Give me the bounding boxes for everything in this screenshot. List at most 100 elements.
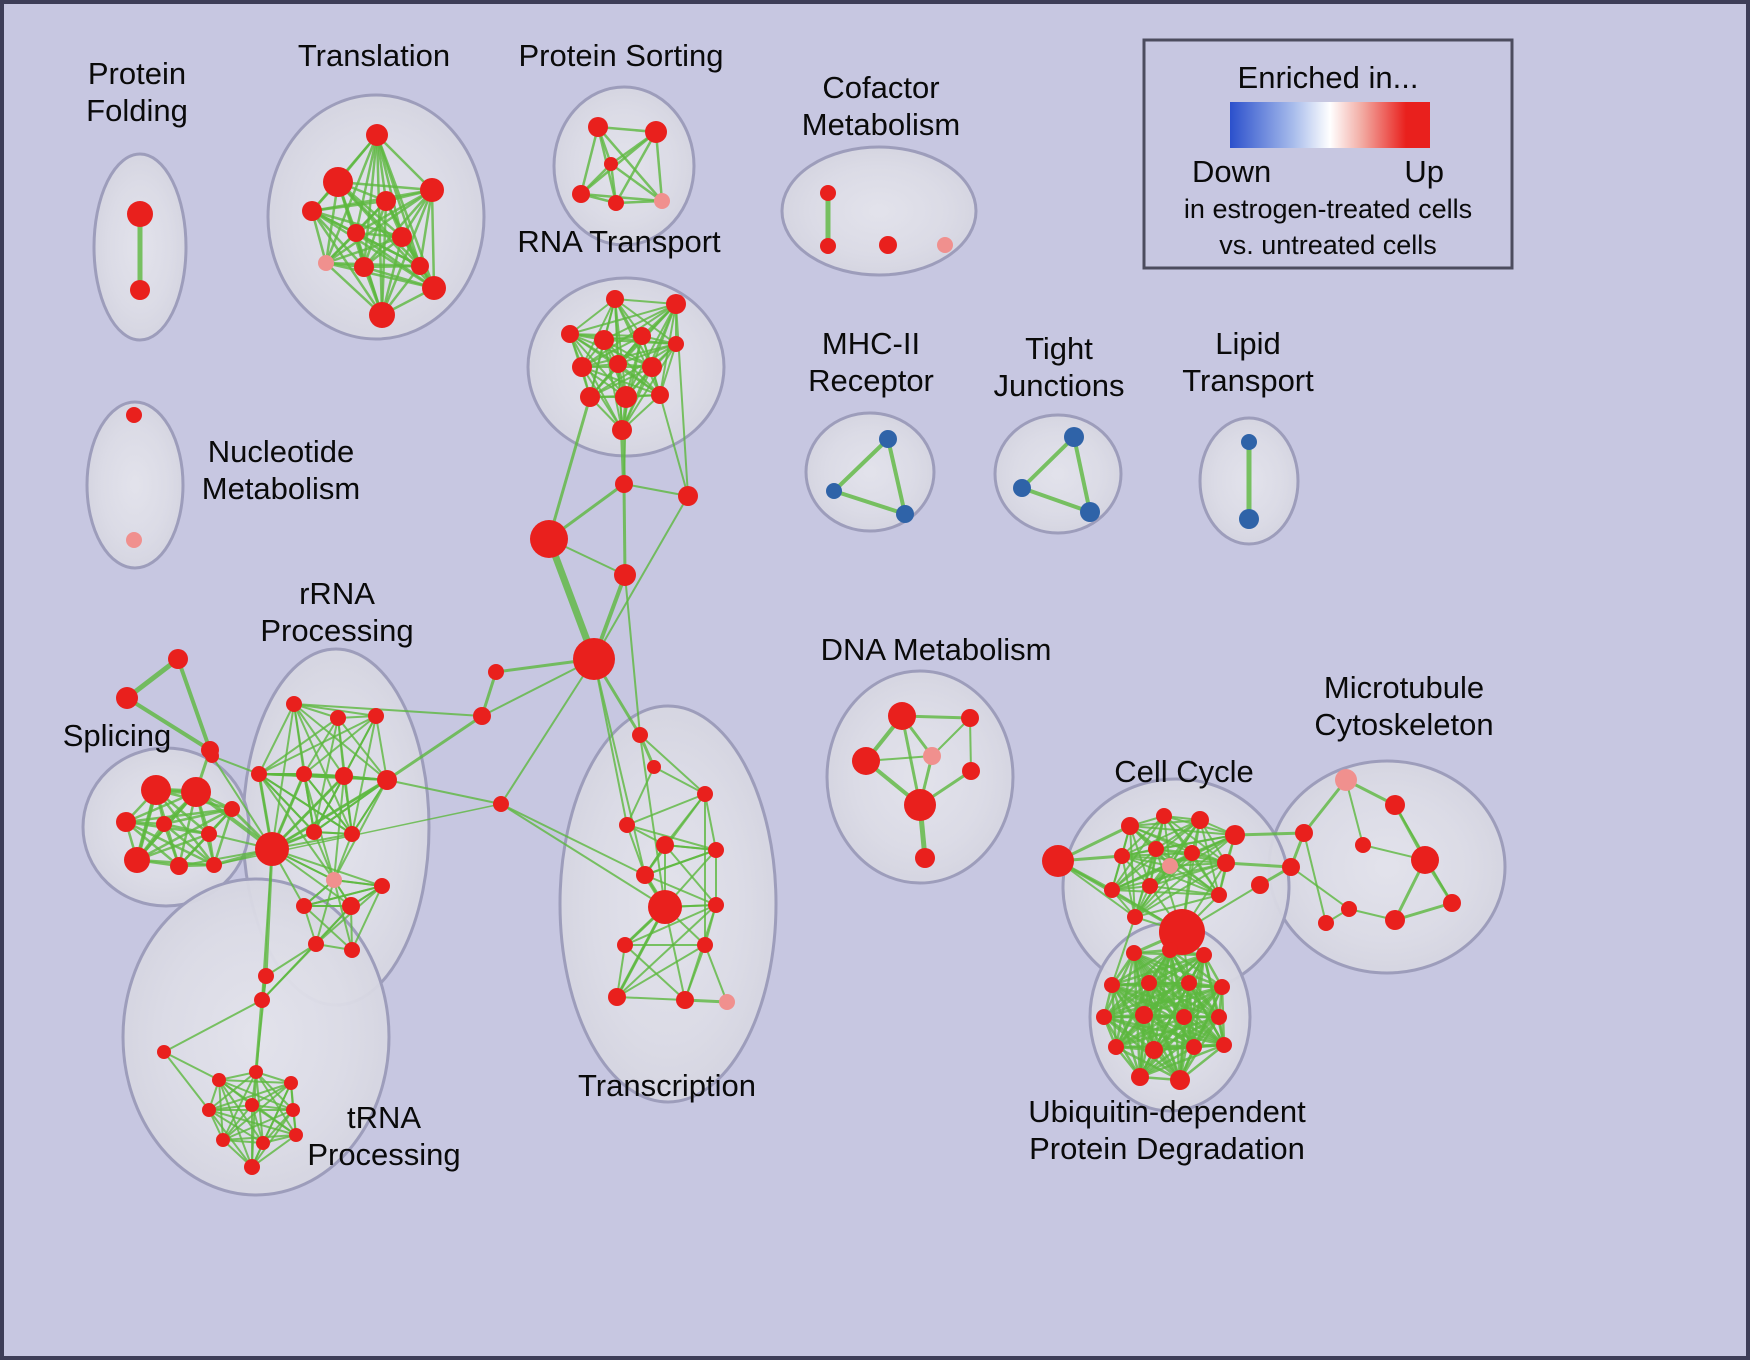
gene-set-node — [1131, 1068, 1149, 1086]
gene-set-node — [668, 336, 684, 352]
gene-set-node — [116, 812, 136, 832]
edge — [569, 298, 616, 335]
gene-set-node — [888, 702, 916, 730]
gene-set-node — [326, 872, 342, 888]
gene-set-node — [244, 1159, 260, 1175]
gene-set-node — [1282, 858, 1300, 876]
gene-set-node — [289, 1128, 303, 1142]
legend-gradient-bar — [1230, 102, 1430, 148]
legend-caption-line1: in estrogen-treated cells — [1184, 194, 1472, 224]
gene-set-node — [156, 816, 172, 832]
edge — [623, 396, 627, 485]
gene-set-node — [1443, 894, 1461, 912]
edge — [380, 200, 388, 316]
edge — [545, 537, 598, 661]
gene-set-node — [530, 520, 568, 558]
gene-set-node — [1042, 845, 1074, 877]
edge — [1234, 831, 1305, 837]
edge — [251, 1134, 297, 1168]
gene-set-node — [344, 942, 360, 958]
cluster-translation-label: Translation — [298, 38, 450, 73]
edge — [617, 343, 677, 365]
gene-set-node — [1181, 975, 1197, 991]
edge — [614, 131, 658, 204]
gene-set-node — [1241, 434, 1257, 450]
edge — [569, 303, 677, 335]
gene-set-node — [1104, 882, 1120, 898]
gene-set-node — [1114, 848, 1130, 864]
edge — [258, 715, 377, 775]
gene-set-node — [422, 276, 446, 300]
edge — [208, 1071, 257, 1111]
edge — [623, 483, 689, 497]
edge — [622, 483, 627, 576]
edge — [380, 189, 434, 316]
gene-set-node — [561, 325, 579, 343]
edge — [500, 658, 595, 805]
edge — [1121, 855, 1171, 867]
edge — [1072, 436, 1092, 513]
edge — [1111, 865, 1171, 891]
gene-set-node — [645, 121, 667, 143]
gene-set-node — [633, 327, 651, 345]
gene-set-node — [961, 709, 979, 727]
gene-set-node — [923, 747, 941, 765]
gene-set-node — [377, 770, 397, 790]
edge — [255, 1071, 297, 1136]
gene-set-node — [306, 824, 322, 840]
gene-set-node — [251, 766, 267, 782]
gene-set-node — [335, 767, 353, 785]
edge — [311, 210, 365, 268]
gene-set-node — [1184, 845, 1200, 861]
edge — [569, 333, 623, 431]
gene-set-node — [216, 1133, 230, 1147]
edge — [624, 574, 641, 736]
edge — [271, 848, 383, 887]
gene-set-node — [1211, 887, 1227, 903]
edge — [1115, 1015, 1220, 1049]
legend-title: Enriched in... — [1238, 60, 1419, 95]
gene-set-node — [1341, 901, 1357, 917]
gene-set-node — [308, 936, 324, 952]
edge — [163, 1051, 220, 1081]
edge — [1103, 981, 1190, 1019]
gene-set-node — [392, 227, 412, 247]
gene-set-node — [1295, 824, 1313, 842]
gene-set-node — [374, 878, 390, 894]
edge — [303, 715, 377, 775]
cluster-microtubule-cytoskeleton-ellipse — [1267, 759, 1507, 975]
edge — [418, 189, 434, 267]
gene-set-node — [962, 762, 980, 780]
edge — [333, 879, 383, 887]
legend-down-label: Down — [1192, 154, 1271, 189]
legend-up-label: Up — [1404, 154, 1444, 189]
gene-set-node — [254, 992, 270, 1008]
gene-set-node — [201, 826, 217, 842]
edge — [581, 343, 677, 368]
gene-set-node — [1013, 479, 1031, 497]
cluster-dna-metabolism-label: DNA Metabolism — [821, 632, 1052, 667]
edge — [664, 844, 717, 906]
gene-set-node — [1239, 509, 1259, 529]
gene-set-node — [651, 386, 669, 404]
edge — [597, 126, 663, 202]
edge — [351, 885, 383, 951]
edge — [1345, 779, 1364, 846]
edge — [704, 793, 717, 851]
gene-set-node — [130, 280, 150, 300]
edge — [1303, 832, 1327, 924]
gene-set-node — [1080, 502, 1100, 522]
gene-set-node — [1126, 945, 1142, 961]
edge — [833, 489, 906, 516]
gene-set-node — [411, 257, 429, 275]
gene-set-node — [1176, 1009, 1192, 1025]
gene-set-node — [212, 1073, 226, 1087]
edge — [325, 188, 433, 265]
gene-set-node — [676, 991, 694, 1009]
gene-set-node — [354, 257, 374, 277]
edge — [386, 779, 502, 805]
gene-set-node — [915, 848, 935, 868]
